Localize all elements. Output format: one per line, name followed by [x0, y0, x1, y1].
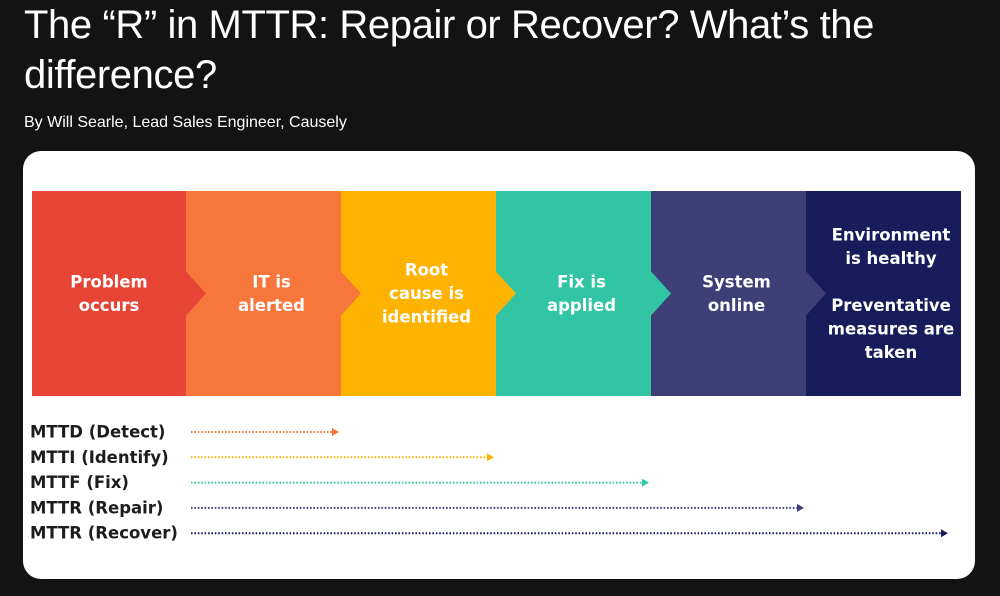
metric-arrowhead-1 — [332, 428, 339, 436]
stage-5-label-line-1: System — [702, 272, 771, 291]
stage-5-block — [651, 191, 807, 396]
stage-6-label-line-6: taken — [865, 343, 918, 362]
metric-arrowhead-3 — [642, 478, 649, 487]
stage-4-label-line-1: Fix is — [557, 272, 606, 291]
stage-3-label-line-3: identified — [382, 308, 471, 327]
metric-label-4: MTTR (Repair) — [30, 498, 163, 517]
stage-5-label-line-2: online — [708, 296, 765, 315]
stage-1-arrow-notch — [186, 271, 206, 316]
stage-1-label-line-1: Problem — [70, 272, 147, 291]
stage-3-block — [341, 191, 497, 396]
stage-5-arrow-notch — [806, 271, 826, 316]
stage-4-label-line-2: applied — [547, 296, 616, 315]
stage-6-block — [806, 191, 961, 396]
stage-4-block — [496, 191, 652, 396]
metric-arrowhead-4 — [797, 503, 804, 512]
stage-2-arrow-notch — [341, 271, 361, 316]
stage-6-label-line-1: Environment — [832, 225, 951, 244]
stage-1-block — [32, 191, 187, 396]
metric-label-5: MTTR (Recover) — [30, 524, 178, 543]
metric-label-1: MTTD (Detect) — [30, 423, 165, 442]
metric-arrowhead-5 — [941, 529, 948, 538]
diagram-card: Problem occurs IT is alerted Root cause is ide… — [23, 151, 975, 579]
stage-6-label-line-5: measures are — [828, 319, 954, 338]
stage-6-label-line-4: Preventative — [831, 296, 951, 315]
byline: By Will Searle, Lead Sales Engineer, Cau… — [24, 114, 347, 131]
metric-label-3: MTTF (Fix) — [30, 473, 129, 492]
stage-2-label-line-2: alerted — [238, 296, 305, 315]
stage-6-label-line-2: is healthy — [845, 249, 937, 268]
stage-3-label-line-1: Root — [405, 261, 448, 280]
page-title: The “R” in MTTR: Repair or Recover? What… — [24, 3, 874, 97]
metric-label-2: MTTI (Identify) — [30, 448, 169, 467]
stage-2-block — [186, 191, 342, 396]
mttr-timeline-diagram: Problem occurs IT is alerted Root cause is ide… — [30, 191, 961, 543]
metric-arrowhead-2 — [487, 453, 494, 462]
stage-4-arrow-notch — [651, 271, 671, 316]
stage-3-arrow-notch — [496, 271, 516, 316]
stage-3-label-line-2: cause is — [389, 284, 464, 303]
stage-1-label-line-2: occurs — [79, 296, 140, 315]
stage-2-label-line-1: IT is — [252, 272, 291, 291]
